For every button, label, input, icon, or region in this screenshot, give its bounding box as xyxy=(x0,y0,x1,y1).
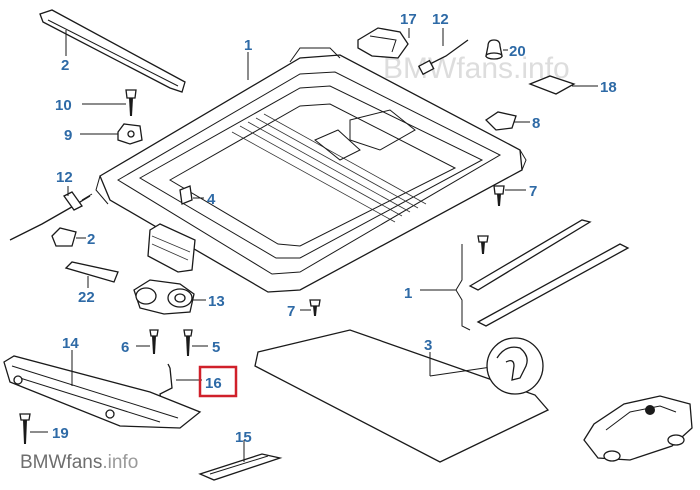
part-12-cable[interactable] xyxy=(417,39,469,76)
car-icon xyxy=(583,395,693,462)
part-8-bracket[interactable] xyxy=(484,111,517,131)
part-10-screw[interactable] xyxy=(125,89,137,116)
part-1-frame[interactable] xyxy=(95,47,527,293)
part-1-seal-strips[interactable] xyxy=(468,219,630,327)
part-2-clip[interactable] xyxy=(51,227,77,247)
callout-7[interactable]: 7 xyxy=(529,183,537,200)
part-9-bracket[interactable] xyxy=(117,123,143,145)
callout-14[interactable]: 14 xyxy=(62,335,79,352)
callout-8[interactable]: 8 xyxy=(532,115,540,132)
callout-2b[interactable]: 2 xyxy=(87,231,95,248)
part-3-glass-panel[interactable] xyxy=(254,329,550,463)
callout-1b[interactable]: 1 xyxy=(404,285,412,302)
callout-17[interactable]: 17 xyxy=(400,11,417,28)
part-17-clip[interactable] xyxy=(357,27,409,59)
part-19-pin[interactable] xyxy=(19,413,31,444)
callout-12b[interactable]: 12 xyxy=(432,11,449,28)
drain-shield xyxy=(147,223,196,273)
callout-1[interactable]: 1 xyxy=(244,37,252,54)
callout-4[interactable]: 4 xyxy=(207,191,216,208)
watermark-text: BMWfans.info xyxy=(383,52,570,85)
part-2-rail[interactable] xyxy=(39,9,186,93)
part-4-bracket[interactable] xyxy=(179,185,193,205)
callout-3[interactable]: 3 xyxy=(424,337,432,354)
callout-10[interactable]: 10 xyxy=(55,97,72,114)
part-6-screw[interactable] xyxy=(149,329,159,354)
callout-2[interactable]: 2 xyxy=(61,57,69,74)
part-13-motor[interactable] xyxy=(133,279,195,315)
callout-7b[interactable]: 7 xyxy=(287,303,295,320)
callout-13[interactable]: 13 xyxy=(208,293,225,310)
part-22-strap[interactable] xyxy=(64,261,119,283)
callout-22[interactable]: 22 xyxy=(78,289,95,306)
callout-12[interactable]: 12 xyxy=(56,169,73,186)
part-18-pad[interactable] xyxy=(528,75,576,95)
part-20-grommet[interactable] xyxy=(485,39,503,60)
part-5-screw[interactable] xyxy=(183,329,193,356)
part-7-screw-lower[interactable] xyxy=(309,299,321,316)
brand-name: BMWfans xyxy=(20,452,102,473)
part-12-cable-left[interactable] xyxy=(9,191,93,241)
highlight-box-16 xyxy=(198,365,238,398)
callout-5[interactable]: 5 xyxy=(212,339,220,356)
part-15-rail[interactable] xyxy=(198,453,283,481)
brand-logo-text: BMWfans.info xyxy=(20,452,138,473)
brand-suffix: .info xyxy=(102,452,138,473)
callout-18[interactable]: 18 xyxy=(600,79,617,96)
callout-19[interactable]: 19 xyxy=(52,425,69,442)
callout-15[interactable]: 15 xyxy=(235,429,252,446)
part-7-screw-upper[interactable] xyxy=(493,185,505,206)
callout-20[interactable]: 20 xyxy=(509,43,526,60)
callout-9[interactable]: 9 xyxy=(64,127,72,144)
seal-screw[interactable] xyxy=(477,235,489,254)
callout-16[interactable]: 16 xyxy=(205,375,222,392)
part-14-sunshade[interactable] xyxy=(3,355,202,429)
callout-6[interactable]: 6 xyxy=(121,339,129,356)
bracket-1-brace xyxy=(455,244,471,331)
seal-detail-circle xyxy=(486,337,544,395)
